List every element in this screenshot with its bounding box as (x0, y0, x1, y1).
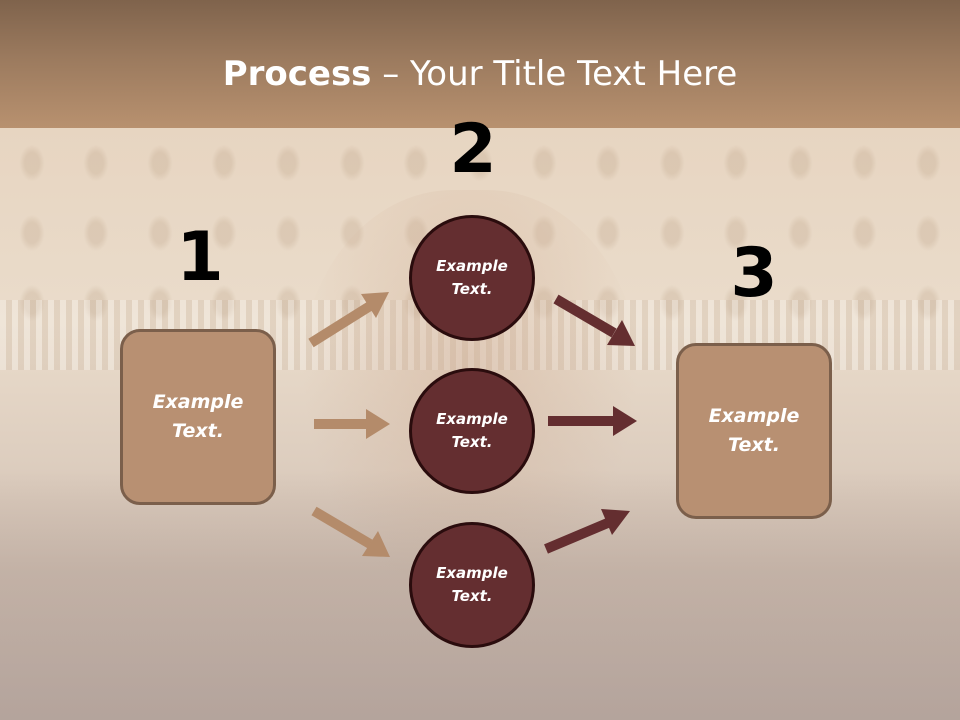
arrow-top-to-3 (553, 294, 635, 346)
step-1-text: Example Text. (152, 391, 244, 442)
step-2-circle-bottom: Example Text. (409, 522, 535, 648)
step-2-circle-top: Example Text. (409, 215, 535, 341)
step-number-1: 1 (176, 218, 224, 297)
step-2-circle-middle: Example Text. (409, 368, 535, 494)
arrow-1-to-bottom (311, 506, 390, 557)
step-3-text: Example Text. (708, 405, 800, 456)
slide-title: Process – Your Title Text Here (0, 52, 960, 96)
step-3-box: Example Text. (676, 343, 832, 519)
circle-top-text: Example Text. (436, 257, 508, 298)
arrow-bottom-to-3 (544, 509, 630, 554)
circle-bottom-text: Example Text. (436, 564, 508, 605)
title-band (0, 0, 960, 128)
arrow-middle-to-3 (548, 406, 637, 436)
step-number-2: 2 (449, 110, 497, 189)
title-rest: – Your Title Text Here (371, 54, 738, 94)
arrow-1-to-top (308, 292, 389, 348)
arrow-1-to-middle (314, 409, 390, 439)
title-bold: Process (222, 54, 372, 94)
step-number-3: 3 (730, 234, 778, 313)
step-1-box: Example Text. (120, 329, 276, 505)
circle-middle-text: Example Text. (436, 410, 508, 451)
